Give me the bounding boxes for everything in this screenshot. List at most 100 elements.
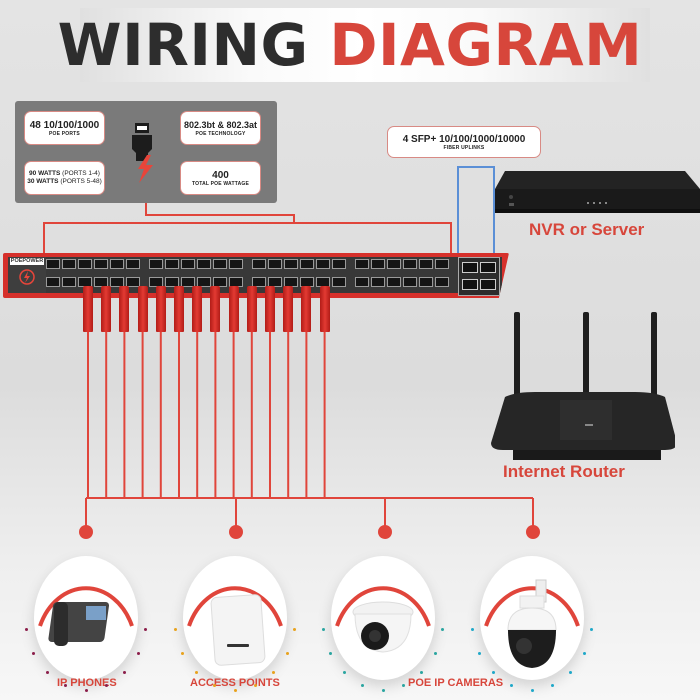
rj45-port[interactable] <box>94 277 108 287</box>
port-row <box>355 259 449 269</box>
patch-cable <box>283 286 294 332</box>
router-label: Internet Router <box>503 462 625 481</box>
patch-cable <box>228 286 239 332</box>
rj45-port[interactable] <box>419 259 433 269</box>
rj45-port[interactable] <box>268 259 282 269</box>
decorative-dot <box>272 671 276 675</box>
patch-cable <box>301 286 312 332</box>
patch-cable <box>174 286 184 332</box>
rj45-port[interactable] <box>197 259 211 269</box>
patch-cable <box>246 286 257 332</box>
decorative-dot <box>136 651 140 655</box>
decorative-dot <box>84 688 88 692</box>
spec-ports-value: 48 10/100/1000 <box>29 119 100 131</box>
rj45-port[interactable] <box>46 259 60 269</box>
rj45-port[interactable] <box>165 259 179 269</box>
rj45-port[interactable] <box>110 277 124 287</box>
rj45-port[interactable] <box>252 259 266 269</box>
rj45-port[interactable] <box>149 259 163 269</box>
decorative-dot <box>233 688 237 692</box>
endpoint-ptz-camera <box>480 556 584 680</box>
rj45-port[interactable] <box>213 259 227 269</box>
rj45-port[interactable] <box>332 259 346 269</box>
rj45-port[interactable] <box>371 277 385 287</box>
rj45-port[interactable] <box>46 277 60 287</box>
decorative-dot <box>433 651 437 655</box>
rj45-port[interactable] <box>197 277 211 287</box>
sfp-port[interactable] <box>462 279 478 290</box>
rj45-port[interactable] <box>332 277 346 287</box>
spec-total-wattage: 400 TOTAL POE WATTAGE <box>180 161 261 195</box>
switch-spec-panel: 48 10/100/1000 POE PORTS 90 WATTS (PORTS… <box>15 101 277 203</box>
rj45-port[interactable] <box>387 259 401 269</box>
patch-cable <box>192 286 203 332</box>
spec-ports-label: POE PORTS <box>49 130 80 137</box>
rj45-port[interactable] <box>62 277 76 287</box>
rj45-port[interactable] <box>419 277 433 287</box>
rj45-port[interactable] <box>268 277 282 287</box>
rj45-port[interactable] <box>165 277 179 287</box>
port-row <box>46 259 140 269</box>
access-point-icon <box>187 586 283 666</box>
uplink-label: FIBER UPLINKS <box>443 144 485 151</box>
rj45-port[interactable] <box>435 259 449 269</box>
rj45-port[interactable] <box>252 277 266 287</box>
rj45-port[interactable] <box>355 277 369 287</box>
sfp-port[interactable] <box>462 262 478 273</box>
rj45-port[interactable] <box>371 259 385 269</box>
port-row <box>46 277 140 287</box>
dome-camera-icon <box>335 586 431 653</box>
decorative-dot <box>478 651 482 655</box>
title-part-1: WIRING <box>57 11 309 79</box>
decorative-dot <box>32 651 36 655</box>
router-icon <box>491 312 675 460</box>
sfp-port[interactable] <box>480 262 496 273</box>
uplink-value: 4 SFP+ 10/100/1000/10000 <box>402 133 526 145</box>
decorative-dot <box>174 627 178 631</box>
endpoint-access-points <box>183 556 287 680</box>
title-part-2: DIAGRAM <box>329 11 643 79</box>
decorative-dot <box>212 684 216 688</box>
node-dot-4 <box>526 525 540 539</box>
rj45-port[interactable] <box>355 259 369 269</box>
rj45-port[interactable] <box>62 259 76 269</box>
sfp-cage <box>458 257 500 296</box>
rj45-port[interactable] <box>229 259 243 269</box>
spec-watts-line2: 30 WATTS (PORTS 5-48) <box>27 178 102 185</box>
fiber-uplink-wire <box>457 166 495 282</box>
endpoint-ip-phones <box>34 556 138 680</box>
lightning-power-icon <box>19 269 35 285</box>
decorative-dot <box>342 671 346 675</box>
rj45-port[interactable] <box>78 259 92 269</box>
decorative-dot <box>509 684 513 688</box>
rj45-port[interactable] <box>110 259 124 269</box>
port-row <box>252 259 346 269</box>
decorative-dot <box>589 627 593 631</box>
rj45-port[interactable] <box>435 277 449 287</box>
rj45-port[interactable] <box>300 259 314 269</box>
decorative-dot <box>420 671 424 675</box>
rj45-port[interactable] <box>284 259 298 269</box>
rj45-port[interactable] <box>126 259 140 269</box>
port-row <box>355 277 449 287</box>
rj45-port[interactable] <box>181 259 195 269</box>
ip-phone-icon <box>38 586 134 646</box>
decorative-dot <box>551 684 555 688</box>
node-dot-1 <box>79 525 93 539</box>
rj45-port[interactable] <box>181 277 195 287</box>
rj45-port[interactable] <box>213 277 227 287</box>
title-band <box>80 8 650 82</box>
patch-cable <box>83 286 93 332</box>
uplink-spec: 4 SFP+ 10/100/1000/10000 FIBER UPLINKS <box>387 126 541 158</box>
sfp-port[interactable] <box>480 279 496 290</box>
rj45-port[interactable] <box>403 277 417 287</box>
rj45-port[interactable] <box>316 259 330 269</box>
rj45-port[interactable] <box>126 277 140 287</box>
node-dot-2 <box>229 525 243 539</box>
rj45-port[interactable] <box>403 259 417 269</box>
spec-connector-wire <box>145 203 295 223</box>
rj45-port[interactable] <box>387 277 401 287</box>
patch-cable <box>101 286 112 332</box>
rj45-port[interactable] <box>94 259 108 269</box>
decorative-dot <box>181 651 185 655</box>
